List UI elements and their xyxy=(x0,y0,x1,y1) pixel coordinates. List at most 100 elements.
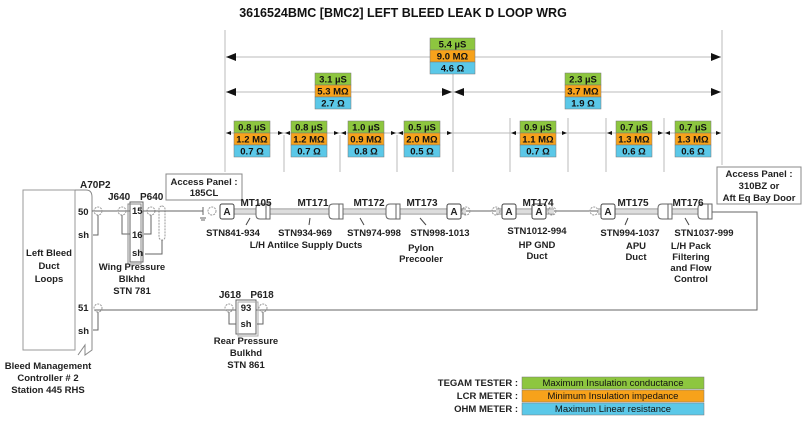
resistance-value: 0.6 Ω xyxy=(622,147,646,158)
wing-caption-1: Wing Pressure xyxy=(99,262,165,273)
resistance-cell xyxy=(674,144,712,158)
resistance-value: 0.5 Ω xyxy=(410,147,434,158)
resistance-cell xyxy=(347,144,385,158)
impedance-value: 0.9 MΩ xyxy=(350,135,382,146)
impedance-value: 3.7 MΩ xyxy=(567,87,599,98)
measurement-box-total: 5.4 µS9.0 MΩ4.6 Ω xyxy=(429,37,476,75)
resistance-cell xyxy=(615,144,653,158)
conductance-value: 0.8 µS xyxy=(295,123,323,134)
svg-text:Access Panel :: Access Panel : xyxy=(725,169,792,180)
conductance-value: 5.4 µS xyxy=(439,40,467,51)
station-label: STN994-1037 xyxy=(600,228,659,239)
svg-text:Access Panel :: Access Panel : xyxy=(170,177,237,188)
resistance-value: 0.7 Ω xyxy=(297,147,321,158)
a-connector: A xyxy=(219,203,235,220)
jack-j618: J618 xyxy=(219,290,242,301)
station-label: STN998-1013 xyxy=(410,228,469,239)
pin-15: 15 xyxy=(132,206,143,217)
mt105-label: MT105 xyxy=(240,198,272,209)
legend-row-tegam: TEGAM TESTER : Maximum Insulation conduc… xyxy=(438,376,705,390)
svg-text:Minimum Insulation impedance: Minimum Insulation impedance xyxy=(548,391,679,402)
group-pack-2: Filtering xyxy=(672,252,710,263)
controller-caption-1: Bleed Management xyxy=(5,361,92,372)
svg-text:Aft Eq Bay Door: Aft Eq Bay Door xyxy=(723,193,796,204)
measurement-box-segment-mt175: 0.7 µS1.3 MΩ0.6 Ω xyxy=(615,120,653,158)
group-hpgnd-2: Duct xyxy=(526,251,548,262)
duct-coupling xyxy=(255,203,271,220)
resistance-cell xyxy=(519,144,557,158)
access-panel-right: Access Panel : 310BZ or Aft Eq Bay Door xyxy=(716,166,802,205)
impedance-value: 2.0 MΩ xyxy=(406,135,438,146)
measurement-box-segment-mt172: 1.0 µS0.9 MΩ0.8 Ω xyxy=(347,120,385,158)
impedance-value: 1.2 MΩ xyxy=(236,135,268,146)
group-pylon-2: Precooler xyxy=(399,254,443,265)
resistance-cell xyxy=(233,144,271,158)
controller-label-1: Left Bleed xyxy=(26,248,72,259)
lower-wire: 93 sh J618 P618 Rear Pressure Bulkhd STN… xyxy=(93,290,278,371)
conductance-value: 1.0 µS xyxy=(352,123,380,134)
plug-p618: P618 xyxy=(250,290,274,301)
pin-93: 93 xyxy=(241,303,252,314)
resistance-cell xyxy=(564,96,602,110)
resistance-value: 1.9 Ω xyxy=(571,99,595,110)
rear-caption-2: Bulkhd xyxy=(230,348,262,359)
legend: TEGAM TESTER : Maximum Insulation conduc… xyxy=(438,376,705,416)
station-label: STN1037-999 xyxy=(674,228,733,239)
mt174-label: MT174 xyxy=(522,198,554,209)
duct-run: A A A A A xyxy=(95,198,758,311)
legend-row-lcr: LCR METER : Minimum Insulation impedance xyxy=(457,389,705,403)
impedance-value: 1.3 MΩ xyxy=(618,135,650,146)
group-pack-3: and Flow xyxy=(670,263,712,274)
pin-51: 51 xyxy=(78,303,89,314)
svg-text:OHM METER :: OHM METER : xyxy=(454,404,518,415)
wing-caption-2: Blkhd xyxy=(119,274,146,285)
a-connector: A xyxy=(600,203,616,220)
group-antiice: L/H AntiIce Supply Ducts xyxy=(250,240,363,251)
svg-text:A: A xyxy=(604,207,611,218)
svg-text:A: A xyxy=(535,207,542,218)
conductance-value: 0.7 µS xyxy=(620,123,648,134)
group-apu-2: Duct xyxy=(625,252,647,263)
conductance-value: 0.7 µS xyxy=(679,123,707,134)
controller-caption-2: Controller # 2 xyxy=(17,373,78,384)
mt173-label: MT173 xyxy=(406,198,438,209)
pin-16: 16 xyxy=(132,230,143,241)
impedance-value: 9.0 MΩ xyxy=(437,52,469,63)
conductance-value: 0.9 µS xyxy=(524,123,552,134)
svg-text:A: A xyxy=(223,207,230,218)
group-pack-4: Control xyxy=(674,274,708,285)
a-connector: A xyxy=(501,203,517,220)
diagram-title: 3616524BMC [BMC2] LEFT BLEED LEAK D LOOP… xyxy=(239,6,567,20)
measurement-box-segment-mt105: 0.8 µS1.2 MΩ0.7 Ω xyxy=(233,120,271,158)
measurement-box-segment-mt173: 0.5 µS2.0 MΩ0.5 Ω xyxy=(403,120,441,158)
jack-j640: J640 xyxy=(108,192,131,203)
duct-coupling xyxy=(328,203,344,220)
svg-text:TEGAM TESTER :: TEGAM TESTER : xyxy=(438,378,518,389)
duct-coupling xyxy=(657,203,673,220)
wing-caption-3: STN 781 xyxy=(113,286,151,297)
controller-box: Left Bleed Duct Loops A70P2 50 sh 51 sh … xyxy=(5,180,111,396)
group-apu-1: APU xyxy=(626,241,646,252)
duct-coupling xyxy=(697,203,713,220)
legend-row-ohm: OHM METER : Maximum Linear resistance xyxy=(454,402,705,416)
resistance-value: 0.8 Ω xyxy=(354,147,378,158)
group-hpgnd-1: HP GND xyxy=(519,240,556,251)
controller-caption-3: Station 445 RHS xyxy=(11,385,84,396)
svg-text:A: A xyxy=(450,207,457,218)
pin-50: 50 xyxy=(78,207,89,218)
a-connector: A xyxy=(446,203,462,220)
rear-caption-1: Rear Pressure xyxy=(214,336,278,347)
conductance-value: 0.8 µS xyxy=(238,123,266,134)
plug-p640: P640 xyxy=(140,192,164,203)
resistance-value: 0.7 Ω xyxy=(526,147,550,158)
measurement-box-segment-mt176: 0.7 µS1.3 MΩ0.6 Ω xyxy=(674,120,712,158)
station-label: STN934-969 xyxy=(278,228,332,239)
mt171-label: MT171 xyxy=(297,198,329,209)
svg-text:Maximum Insulation conductance: Maximum Insulation conductance xyxy=(543,378,684,389)
pin-sh-rear: sh xyxy=(240,319,251,330)
svg-text:LCR METER :: LCR METER : xyxy=(457,391,518,402)
resistance-value: 0.6 Ω xyxy=(681,147,705,158)
a-connector: A xyxy=(531,203,547,220)
svg-text:A: A xyxy=(505,207,512,218)
